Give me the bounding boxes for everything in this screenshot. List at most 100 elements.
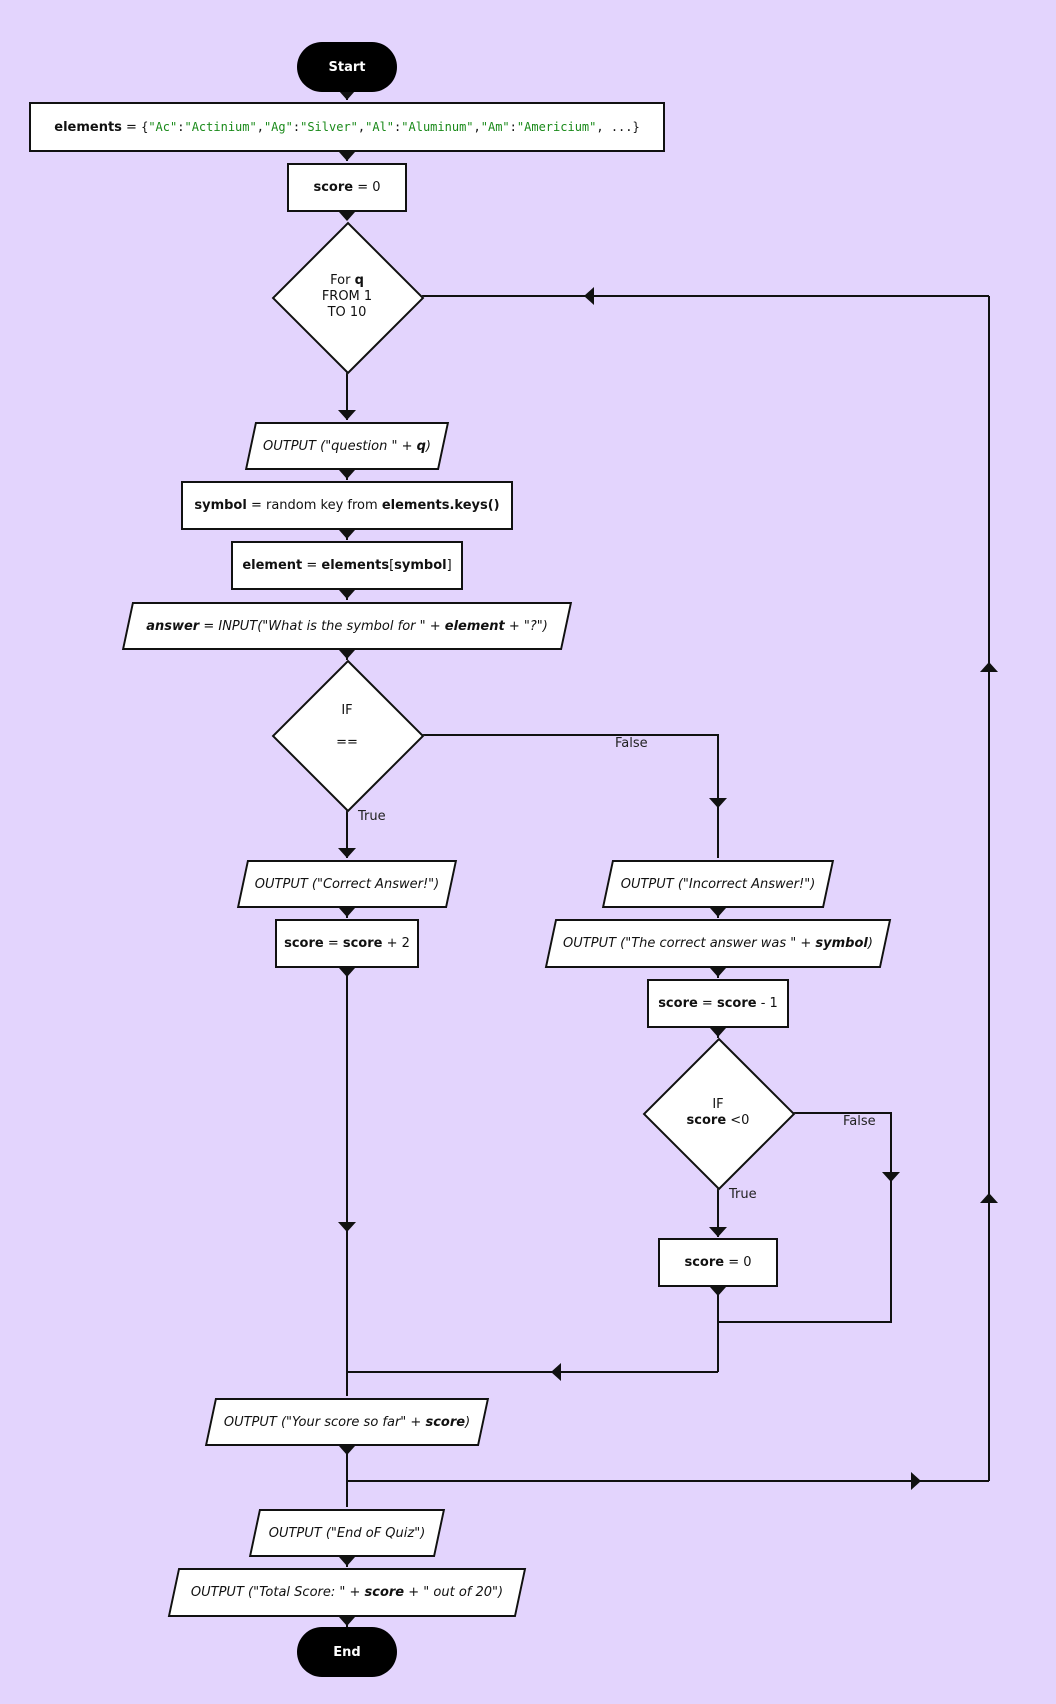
dict-colon: :	[394, 119, 402, 134]
start-terminal: Start	[297, 42, 397, 92]
for-loop-decision: For q FROM 1 TO 10	[272, 222, 422, 372]
score-zero-value: = 0	[724, 1255, 752, 1270]
if-answer-keyword: IF	[341, 703, 353, 718]
score-plus-operand: score	[342, 936, 383, 951]
output-correct-was-box: OUTPUT ("The correct answer was " + symb…	[550, 919, 886, 968]
if-answer-left: answer	[320, 719, 374, 734]
true-label-answer: True	[358, 809, 386, 824]
dict-key: "Ag"	[263, 119, 293, 134]
dict-comma: ,	[473, 119, 481, 134]
score-plus-increment: + 2	[382, 936, 410, 951]
if-answer-right: symbol	[320, 751, 374, 766]
elements-statement: elements = {"Ac":"Actinium","Ag":"Silver…	[54, 120, 639, 135]
dict-value: "Actinium"	[184, 119, 257, 134]
symbol-op: =	[246, 498, 266, 513]
if-score-var: score	[686, 1113, 727, 1128]
output-question-box: OUTPUT ("question " + q)	[250, 422, 444, 470]
dict-colon: :	[509, 119, 517, 134]
output-correct-was-var: symbol	[815, 936, 868, 951]
input-answer-box: answer = INPUT("What is the symbol for "…	[127, 602, 567, 650]
dict-value: "Aluminum"	[401, 119, 474, 134]
score-init-box: score = 0	[287, 163, 407, 212]
symbol-assignment-text: symbol = random key from elements.keys()	[194, 498, 499, 513]
end-label: End	[333, 1644, 361, 1660]
score-minus-text: score = score - 1	[658, 996, 778, 1011]
symbol-assignment-box: symbol = random key from elements.keys()	[181, 481, 513, 530]
output-total-suffix: + " out of 20")	[404, 1585, 504, 1600]
start-label: Start	[328, 59, 366, 75]
score-plus-op: =	[323, 936, 343, 951]
score-init-statement: score = 0	[313, 180, 380, 195]
output-so-far-prefix: OUTPUT ("Your score so far" +	[223, 1414, 426, 1430]
output-question-prefix: OUTPUT ("question " +	[263, 438, 417, 454]
symbol-expr: random key from	[265, 498, 382, 513]
elements-assignment-box: elements = {"Ac":"Actinium","Ag":"Silver…	[29, 102, 665, 152]
input-answer-element: element	[444, 618, 505, 634]
output-end-quiz-box: OUTPUT ("End oF Quiz")	[254, 1509, 440, 1557]
input-answer-text: answer = INPUT("What is the symbol for "…	[146, 619, 548, 634]
loop-line-3: TO 10	[327, 305, 367, 320]
output-score-so-far-text: OUTPUT ("Your score so far" + score)	[224, 1415, 470, 1430]
if-score-condition: score <0	[687, 1113, 750, 1129]
score-zero-var: score	[684, 1255, 725, 1270]
loop-var: q	[354, 273, 364, 288]
element-op: =	[302, 558, 322, 573]
element-dict: elements	[321, 558, 390, 573]
element-assignment-box: element = elements[symbol]	[231, 541, 463, 590]
output-correct-was-text: OUTPUT ("The correct answer was " + symb…	[563, 936, 873, 951]
output-total-var: score	[364, 1585, 405, 1600]
output-total-score-text: OUTPUT ("Total Score: " + score + " out …	[191, 1585, 503, 1600]
loop-line-1: For q	[330, 273, 364, 289]
output-end-quiz-text: OUTPUT ("End oF Quiz")	[268, 1525, 426, 1541]
output-correct-text: OUTPUT ("Correct Answer!")	[254, 876, 440, 892]
element-assignment-text: element = elements[symbol]	[242, 558, 451, 573]
score-zero-box: score = 0	[658, 1238, 778, 1287]
dict-value: "Silver"	[300, 119, 358, 134]
if-score-decision: IF score <0	[643, 1038, 793, 1188]
element-var: element	[242, 558, 303, 573]
output-question-var: q	[416, 438, 426, 454]
score-minus-box: score = score - 1	[647, 979, 789, 1028]
output-correct-was-suffix: )	[867, 936, 873, 951]
if-score-compare: <0	[726, 1113, 750, 1128]
true-label-score: True	[729, 1187, 757, 1202]
element-bracket-close: ]	[446, 558, 452, 573]
dict-key: "Am"	[480, 119, 510, 134]
dict-colon: :	[292, 119, 301, 134]
elements-op: =	[121, 119, 142, 135]
output-so-far-suffix: )	[465, 1414, 471, 1430]
output-correct-was-prefix: OUTPUT ("The correct answer was " +	[563, 936, 816, 951]
score-plus-var: score	[284, 936, 324, 951]
symbol-var: symbol	[194, 498, 247, 513]
output-incorrect-text: OUTPUT ("Incorrect Answer!")	[620, 876, 816, 892]
element-key: symbol	[394, 558, 447, 573]
dict-comma: ,	[357, 119, 366, 134]
dict-key: "Ac"	[148, 119, 178, 134]
false-label-answer: False	[615, 736, 648, 751]
score-minus-var: score	[658, 996, 698, 1011]
output-total-prefix: OUTPUT ("Total Score: " +	[190, 1585, 365, 1600]
score-init-value: = 0	[353, 180, 381, 195]
if-answer-operator: ==	[336, 735, 358, 750]
score-minus-op: =	[697, 996, 717, 1011]
element-bracket-open: [	[389, 558, 395, 573]
dict-colon: :	[177, 119, 185, 134]
output-question-text: OUTPUT ("question " + q)	[263, 439, 431, 454]
input-answer-var: answer	[146, 618, 200, 634]
input-answer-suffix: + "?")	[504, 618, 548, 634]
loop-line-2: FROM 1	[321, 289, 373, 304]
symbol-keys-call: elements.keys()	[381, 498, 500, 513]
end-terminal: End	[297, 1627, 397, 1677]
elements-var: elements	[54, 119, 122, 135]
output-score-so-far-box: OUTPUT ("Your score so far" + score)	[210, 1398, 484, 1446]
output-total-score-box: OUTPUT ("Total Score: " + score + " out …	[173, 1568, 521, 1617]
loop-for: For	[330, 273, 355, 288]
dict-open-brace: {	[141, 119, 149, 134]
if-answer-decision: IF answer == symbol	[272, 660, 422, 810]
score-init-var: score	[313, 180, 354, 195]
output-so-far-var: score	[425, 1414, 466, 1430]
false-label-score: False	[843, 1114, 876, 1129]
score-minus-operand: score	[716, 996, 757, 1011]
score-plus-text: score = score + 2	[284, 936, 410, 951]
